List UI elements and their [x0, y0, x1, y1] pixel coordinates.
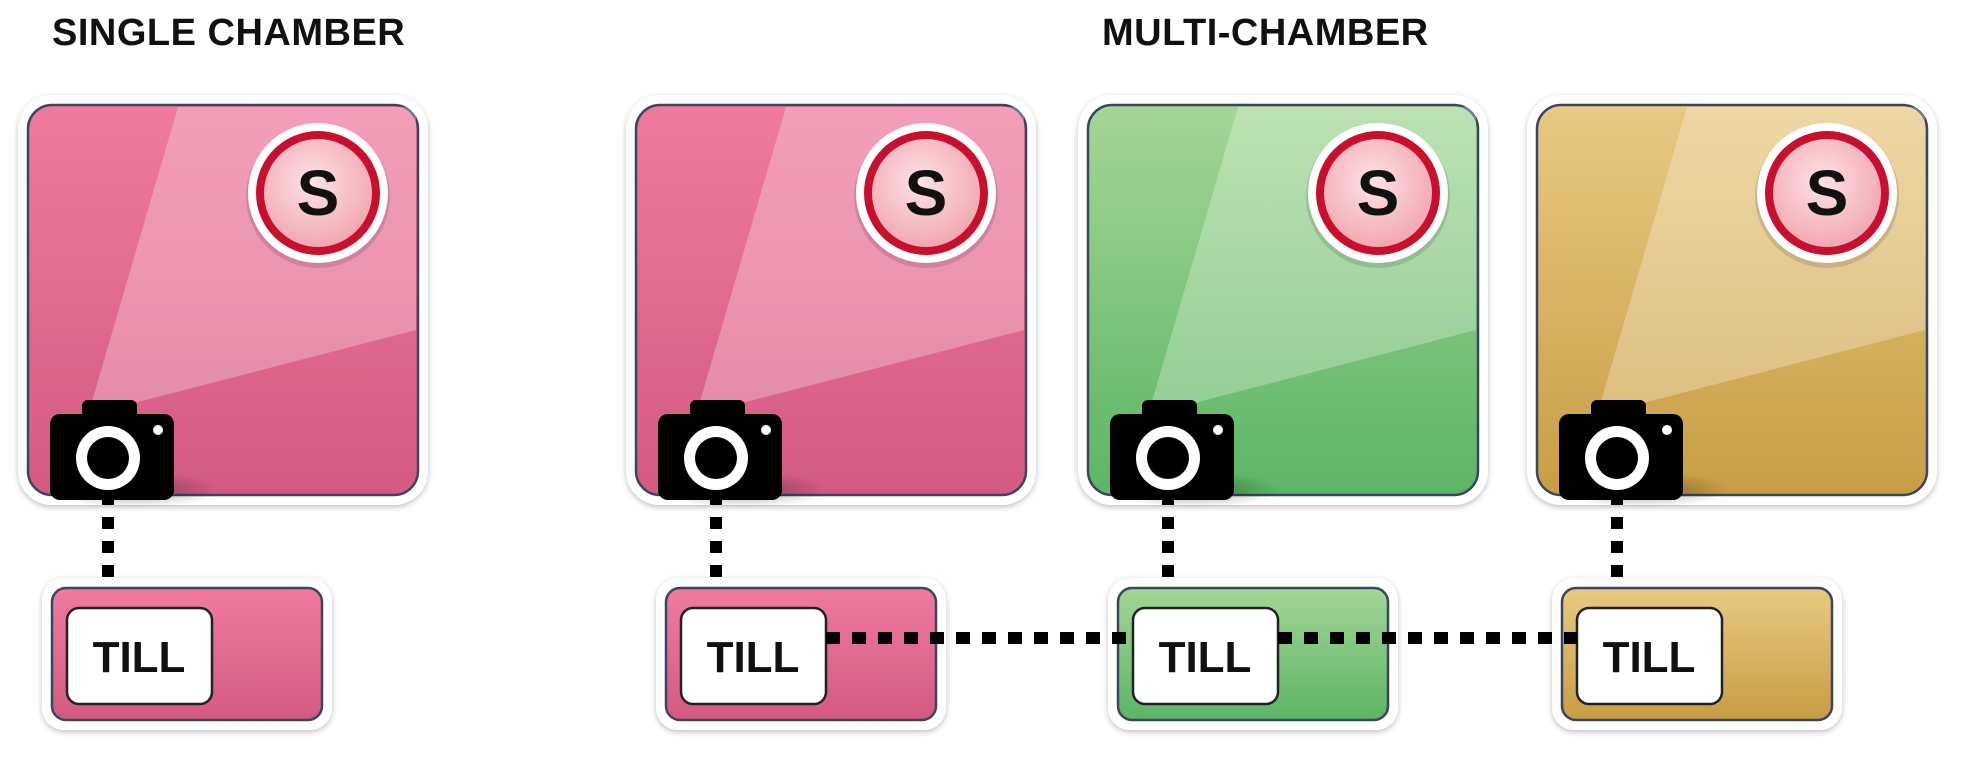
badge-s: S [854, 123, 998, 268]
chamber-3: S TILL [1078, 95, 1488, 730]
chamber-1: S TILL [18, 95, 428, 730]
camera-icon [658, 400, 828, 508]
till-button [1575, 606, 1724, 706]
till-label: TILL [707, 633, 800, 682]
single-chamber-heading: SINGLE CHAMBER [52, 12, 406, 54]
badge-label: S [297, 157, 340, 229]
camera-icon [1110, 400, 1280, 508]
till-button [1131, 606, 1280, 706]
till-button [65, 606, 214, 706]
chamber-4: S TILL [1527, 95, 1937, 730]
badge-label: S [905, 157, 948, 229]
badge-s: S [246, 123, 390, 268]
camera-icon [1559, 400, 1729, 508]
till-label: TILL [1159, 633, 1252, 682]
camera-icon [50, 400, 220, 508]
badge-label: S [1806, 157, 1849, 229]
badge-s: S [1755, 123, 1899, 268]
badge-s: S [1306, 123, 1450, 268]
badge-label: S [1357, 157, 1400, 229]
till-button [679, 606, 828, 706]
chamber-2: S TILL [626, 95, 1036, 730]
multi-chamber-heading: MULTI-CHAMBER [1102, 12, 1429, 54]
till-label: TILL [93, 633, 186, 682]
till-label: TILL [1603, 633, 1696, 682]
